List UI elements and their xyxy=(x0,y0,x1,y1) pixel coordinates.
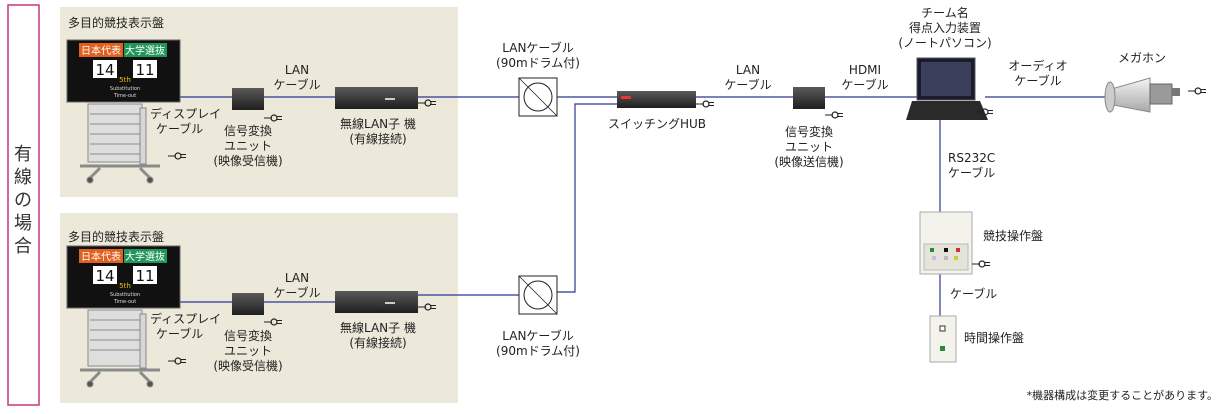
score-home: 14 xyxy=(95,267,114,285)
timer-control-console: 時間操作盤 xyxy=(929,315,1024,363)
signal-converter-2: 信号変換 ユニット (映像受信機) xyxy=(213,293,283,373)
display-cable-label: ディスプレイ xyxy=(150,106,221,121)
rs232c-cable-label-2: ケーブル xyxy=(948,165,995,180)
team-away-label: 大学選抜 xyxy=(125,44,165,57)
label-text: 信号変換 xyxy=(224,328,272,343)
panel-title: 多目的競技表示盤 xyxy=(68,15,164,30)
audio-cable-label-2: ケーブル xyxy=(1014,73,1061,88)
label-text: 得点入力装置 xyxy=(909,20,981,35)
timeout-row: Time-out xyxy=(113,299,136,305)
display-stand xyxy=(80,103,160,184)
label-text: (ノートパソコン) xyxy=(898,36,991,50)
lan-cable-label: LAN xyxy=(285,271,309,285)
label-text: メガホン xyxy=(1118,51,1166,65)
footnote: *機器構成は変更することがあります。 xyxy=(1027,388,1218,402)
label-text: ユニット xyxy=(224,344,272,358)
scoreboard-display: 日本代表 大学選抜 14 11 5th Substitution Time-ou… xyxy=(66,245,181,309)
side-label: 有線の場合 xyxy=(14,144,32,257)
label-text: (90mドラム付) xyxy=(496,344,580,358)
display-panel-1: 多目的競技表示盤 日本代表 大学選抜 14 11 5th Substitutio… xyxy=(66,15,580,184)
label-text: LANケーブル xyxy=(502,328,573,343)
wireless-lan-client-2: 無線LAN子 機 (有線接続) xyxy=(335,291,437,350)
label-text: (映像受信機) xyxy=(213,358,282,373)
label-text: (映像送信機) xyxy=(774,154,843,169)
label-text: ユニット xyxy=(785,140,833,154)
signal-converter-1: 信号変換 ユニット (映像受信機) xyxy=(213,88,283,168)
substitution-row: Substitution xyxy=(110,292,140,298)
hdmi-cable-label: HDMI xyxy=(849,63,881,77)
label-text: 時間操作盤 xyxy=(964,330,1024,345)
lan-cable-right-label: LAN xyxy=(736,63,760,77)
side-label-frame: 有線の場合 xyxy=(7,4,40,406)
cable-label: ケーブル xyxy=(950,286,997,301)
signal-converter-sender: 信号変換 ユニット (映像送信機) xyxy=(774,87,844,169)
lan-cable-label-2: ケーブル xyxy=(273,285,320,300)
scoreboard-display: 日本代表 大学選抜 14 11 5th Substitution Time-ou… xyxy=(66,39,181,103)
label-text: LANケーブル xyxy=(502,40,573,55)
connection-lines xyxy=(180,96,1108,316)
lan-cable-drum-1: LANケーブル (90mドラム付) xyxy=(496,40,580,117)
display-panel-2: 多目的競技表示盤 日本代表 大学選抜 14 11 5th Substitutio… xyxy=(66,229,580,388)
timeout-row: Time-out xyxy=(113,93,136,99)
label-text: 無線LAN子 機 xyxy=(340,320,416,335)
team-home-label: 日本代表 xyxy=(81,44,121,57)
team-home-label: 日本代表 xyxy=(81,250,121,263)
label-text: 無線LAN子 機 xyxy=(340,116,416,131)
score-away: 11 xyxy=(135,61,154,79)
label-text: (90mドラム付) xyxy=(496,56,580,70)
display-stand xyxy=(80,309,160,388)
wireless-lan-client-1: 無線LAN子 機 (有線接続) xyxy=(335,87,437,146)
label-text: 信号変換 xyxy=(224,123,272,138)
label-text: (有線接続) xyxy=(349,131,406,146)
audio-cable-label: オーディオ xyxy=(1008,58,1067,73)
display-cable-label: ディスプレイ xyxy=(150,311,221,326)
rs232c-cable-label: RS232C xyxy=(948,151,995,165)
label-text: ユニット xyxy=(224,139,272,153)
period-label: 5th xyxy=(119,76,131,84)
game-control-console: 競技操作盤 xyxy=(919,211,1043,275)
display-cable-label-2: ケーブル xyxy=(156,121,203,136)
lan-cable-label-2: ケーブル xyxy=(273,77,320,92)
score-away: 11 xyxy=(135,267,154,285)
label-text: 競技操作盤 xyxy=(983,228,1043,243)
label-text: チーム名 xyxy=(921,5,969,20)
label-text: スイッチングHUB xyxy=(608,117,706,131)
period-label: 5th xyxy=(119,282,131,290)
megaphone: メガホン xyxy=(1104,51,1207,113)
panel-title: 多目的競技表示盤 xyxy=(68,229,164,244)
score-home: 14 xyxy=(95,61,114,79)
lan-cable-label: LAN xyxy=(285,63,309,77)
label-text: 信号変換 xyxy=(785,124,833,139)
label-text: (映像受信機) xyxy=(213,153,282,168)
score-input-laptop: チーム名 得点入力装置 (ノートパソコン) xyxy=(898,5,994,120)
substitution-row: Substitution xyxy=(110,86,140,92)
team-away-label: 大学選抜 xyxy=(125,250,165,263)
hdmi-cable-label-2: ケーブル xyxy=(841,77,888,92)
display-cable-label-2: ケーブル xyxy=(156,326,203,341)
lan-cable-right-label-2: ケーブル xyxy=(724,77,771,92)
lan-cable-drum-2: LANケーブル (90mドラム付) xyxy=(496,275,580,358)
switching-hub: スイッチングHUB xyxy=(608,91,715,131)
label-text: (有線接続) xyxy=(349,335,406,350)
